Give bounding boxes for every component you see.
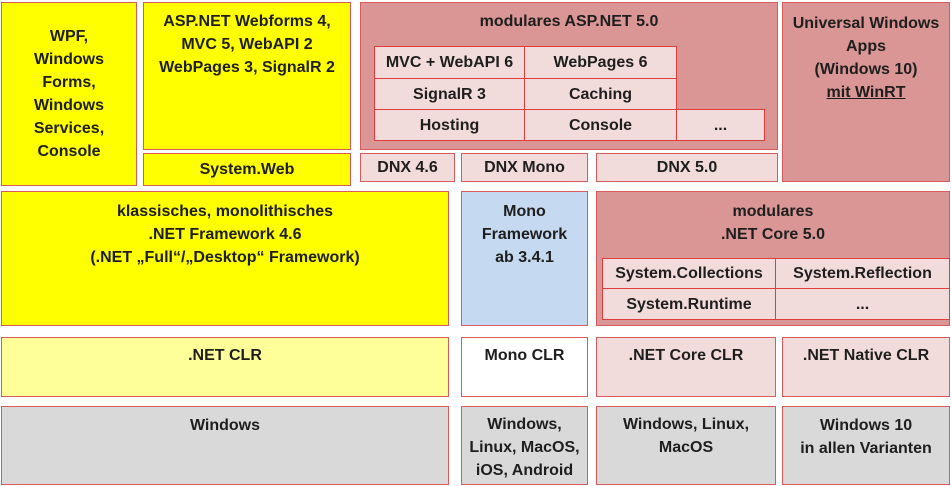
classic-line-2: .NET Framework 4.6	[148, 226, 302, 243]
classic-framework-box: klassisches, monolithisches .NET Framewo…	[1, 191, 449, 326]
core-os-line-2: MacOS	[658, 439, 714, 456]
core-os-box: Windows, Linux, MacOS	[596, 406, 776, 485]
uwp-line-2: Apps	[846, 38, 886, 55]
system-web-box: System.Web	[143, 153, 351, 186]
wpf-line-4: Windows	[33, 97, 105, 114]
mono-os-line-2: Linux, MacOS,	[469, 439, 580, 456]
dnx50-box: DNX 5.0	[596, 153, 778, 182]
core-more-cell: ...	[775, 288, 950, 320]
core-line-1: modulares	[732, 203, 814, 220]
win10-line-1: Windows 10	[819, 417, 913, 434]
windows-os-box: Windows	[1, 406, 449, 485]
system-collections-cell: System.Collections	[602, 258, 776, 289]
classic-line-3: (.NET „Full“/„Desktop“ Framework)	[90, 249, 360, 266]
more-cell: ...	[676, 109, 765, 141]
mono-os-box: Windows, Linux, MacOS, iOS, Android	[461, 406, 588, 485]
modular-aspnet-title: modulares ASP.NET 5.0	[479, 13, 659, 30]
wpf-line-5: Services,	[33, 120, 105, 137]
net-clr-box: .NET CLR	[1, 337, 449, 397]
mono-line-1: Mono	[503, 203, 546, 220]
win10-os-box: Windows 10 in allen Varianten	[782, 406, 950, 485]
core-line-2: .NET Core 5.0	[720, 226, 826, 243]
hosting-cell: Hosting	[374, 109, 525, 141]
core-clr-box: .NET Core CLR	[596, 337, 776, 397]
aspnet4-line-1: ASP.NET Webforms 4,	[163, 13, 331, 30]
mono-clr-box: Mono CLR	[461, 337, 588, 397]
caching-cell: Caching	[524, 78, 677, 110]
mono-os-line-1: Windows,	[487, 416, 562, 433]
uwp-line-1: Universal Windows	[792, 15, 940, 32]
aspnet4-line-2: MVC 5, WebAPI 2	[181, 36, 313, 53]
dnx-mono-box: DNX Mono	[461, 153, 588, 182]
classic-line-1: klassisches, monolithisches	[116, 203, 334, 220]
mvc-webapi-cell: MVC + WebAPI 6	[374, 46, 525, 79]
wpf-line-3: Forms,	[42, 74, 96, 91]
mono-line-2: Framework	[481, 226, 568, 243]
wpf-line-1: WPF,	[49, 28, 89, 45]
mono-os-line-3: iOS, Android	[475, 462, 574, 479]
console-cell: Console	[524, 109, 677, 141]
core-os-line-1: Windows, Linux,	[622, 416, 750, 433]
aspnet4-box: ASP.NET Webforms 4, MVC 5, WebAPI 2 WebP…	[143, 2, 351, 150]
wpf-line-6: Console	[37, 143, 101, 160]
native-clr-box: .NET Native CLR	[782, 337, 950, 397]
uwp-box: Universal Windows Apps (Windows 10) mit …	[782, 2, 950, 182]
system-reflection-cell: System.Reflection	[775, 258, 950, 289]
win10-line-2: in allen Varianten	[800, 440, 932, 457]
wpf-box: WPF, Windows Forms, Windows Services, Co…	[1, 2, 137, 186]
signalr-cell: SignalR 3	[374, 78, 525, 110]
webpages-cell: WebPages 6	[524, 46, 677, 79]
uwp-line-3: (Windows 10)	[814, 61, 918, 78]
mono-line-3: ab 3.4.1	[495, 249, 554, 266]
mono-framework-box: Mono Framework ab 3.4.1	[461, 191, 588, 326]
uwp-winrt: mit WinRT	[826, 84, 906, 101]
system-runtime-cell: System.Runtime	[602, 288, 776, 320]
system-web-label: System.Web	[199, 161, 295, 178]
wpf-line-2: Windows	[33, 51, 105, 68]
dnx46-box: DNX 4.6	[360, 153, 455, 182]
aspnet4-line-3: WebPages 3, SignalR 2	[159, 59, 335, 76]
